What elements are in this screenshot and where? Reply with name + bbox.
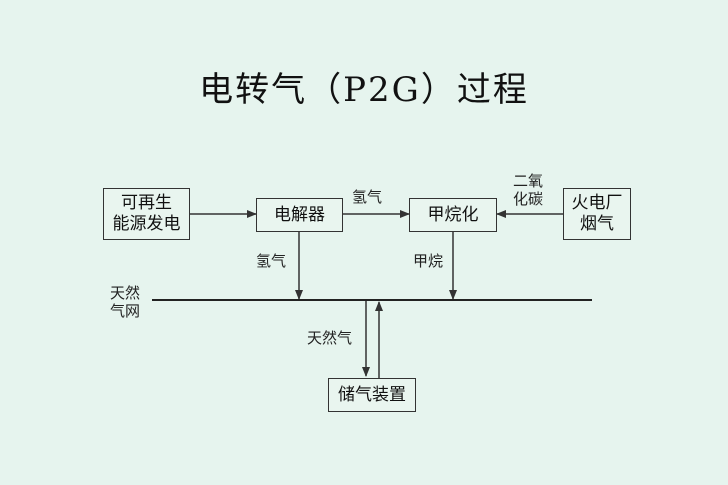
hydrogen-top-label: 氢气 [352, 188, 383, 206]
natural-gas-label: 天然气 [307, 329, 353, 347]
co2-label: 二氧 化碳 [513, 172, 544, 208]
electrolyzer-box: 电解器 [256, 198, 343, 232]
gas-storage-box: 储气装置 [328, 378, 416, 412]
methanation-box: 甲烷化 [409, 198, 497, 232]
power-plant-flue-gas-box: 火电厂 烟气 [563, 188, 631, 240]
renewable-generation-box: 可再生 能源发电 [103, 188, 190, 240]
electrolyzer-label: 电解器 [274, 204, 325, 225]
gas-grid-label: 天然 气网 [110, 284, 141, 320]
gas-storage-label: 储气装置 [338, 384, 406, 405]
page-title: 电转气（P2G）过程 [199, 70, 529, 110]
hydrogen-down-label: 氢气 [256, 252, 287, 270]
power-plant-flue-gas-label: 火电厂 烟气 [571, 193, 623, 234]
methanation-label: 甲烷化 [427, 204, 479, 225]
renewable-generation-label: 可再生 能源发电 [112, 193, 181, 234]
methane-down-label: 甲烷 [413, 252, 444, 270]
